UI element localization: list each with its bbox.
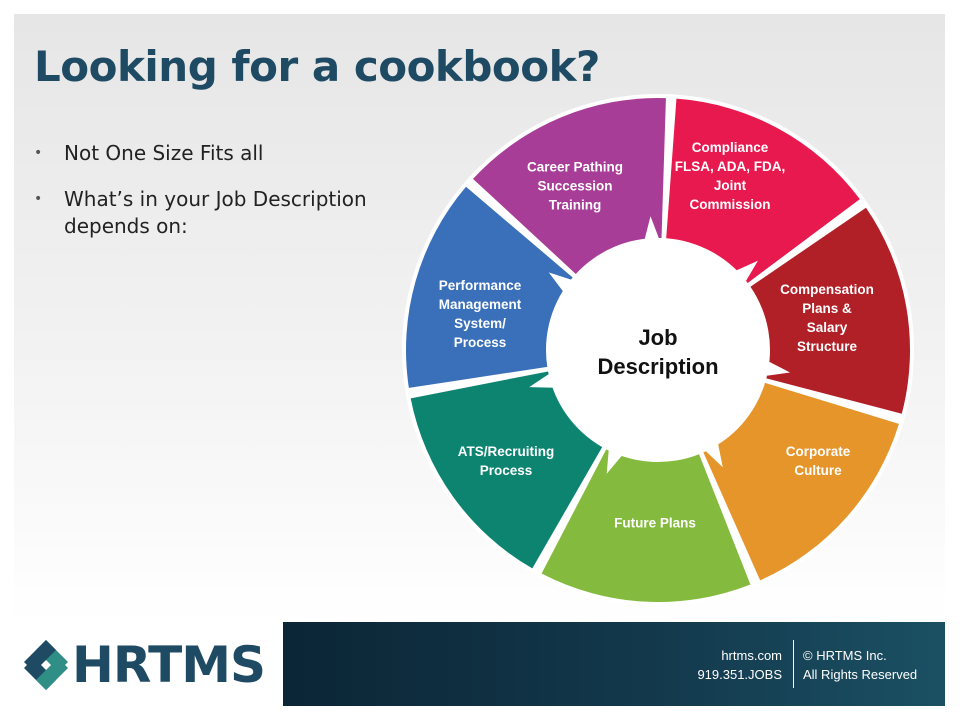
bullet-item: • Not One Size Fits all — [34, 140, 374, 167]
segment-label: Performance Management System/ Process — [438, 278, 522, 350]
wheel-segment — [406, 186, 573, 388]
segment-label: Compensation Plans & Salary Structure — [780, 282, 874, 354]
segment-arrow-icon — [704, 442, 723, 468]
footer-divider — [793, 640, 794, 688]
segment-label: Corporate Culture — [785, 444, 851, 478]
wheel-segment — [750, 207, 910, 414]
segment-label: ATS/Recruiting Process — [457, 444, 555, 478]
bullet-text: What’s in your Job Description depends o… — [64, 187, 367, 238]
segment-arrow-icon — [764, 360, 791, 376]
segment-arrow-icon — [548, 272, 573, 293]
footer-website[interactable]: hrtms.com — [721, 648, 782, 663]
bullet-list: • Not One Size Fits all • What’s in your… — [34, 140, 374, 259]
wheel-segment — [473, 97, 666, 274]
segment-arrow-icon — [644, 216, 660, 241]
bullet-dot-icon: • — [34, 145, 43, 161]
segment-label: Compliance FLSA, ADA, FDA, Joint Commiss… — [674, 140, 786, 212]
wheel-hub — [552, 244, 764, 456]
footer-contact: hrtms.com 919.351.JOBS — [697, 646, 782, 684]
center-label: Job Description — [597, 325, 719, 379]
segment-arrow-icon — [734, 260, 758, 283]
wheel-segment — [410, 371, 603, 569]
wheel-segment — [666, 98, 860, 283]
segment-arrow-icon — [529, 372, 555, 388]
footer-bar — [283, 622, 945, 706]
logo-wordmark: HRTMS — [72, 636, 266, 694]
hrtms-logo-icon — [24, 640, 68, 690]
wheel-segment — [541, 449, 751, 602]
bullet-item: • What’s in your Job Description depends… — [34, 186, 374, 240]
segment-label: Future Plans — [614, 515, 696, 531]
slide-title: Looking for a cookbook? — [34, 42, 600, 91]
wheel-segment — [703, 382, 899, 581]
footer-copyright-text: © HRTMS Inc. — [803, 648, 887, 663]
footer-phone: 919.351.JOBS — [697, 667, 782, 682]
footer-rights-text: All Rights Reserved — [803, 667, 918, 682]
bullet-text: Not One Size Fits all — [64, 141, 264, 165]
segment-arrow-icon — [606, 448, 624, 474]
segment-label: Career Pathing Succession Training — [526, 159, 624, 213]
footer-copyright: © HRTMS Inc. All Rights Reserved — [803, 646, 917, 684]
bullet-dot-icon: • — [34, 191, 43, 207]
